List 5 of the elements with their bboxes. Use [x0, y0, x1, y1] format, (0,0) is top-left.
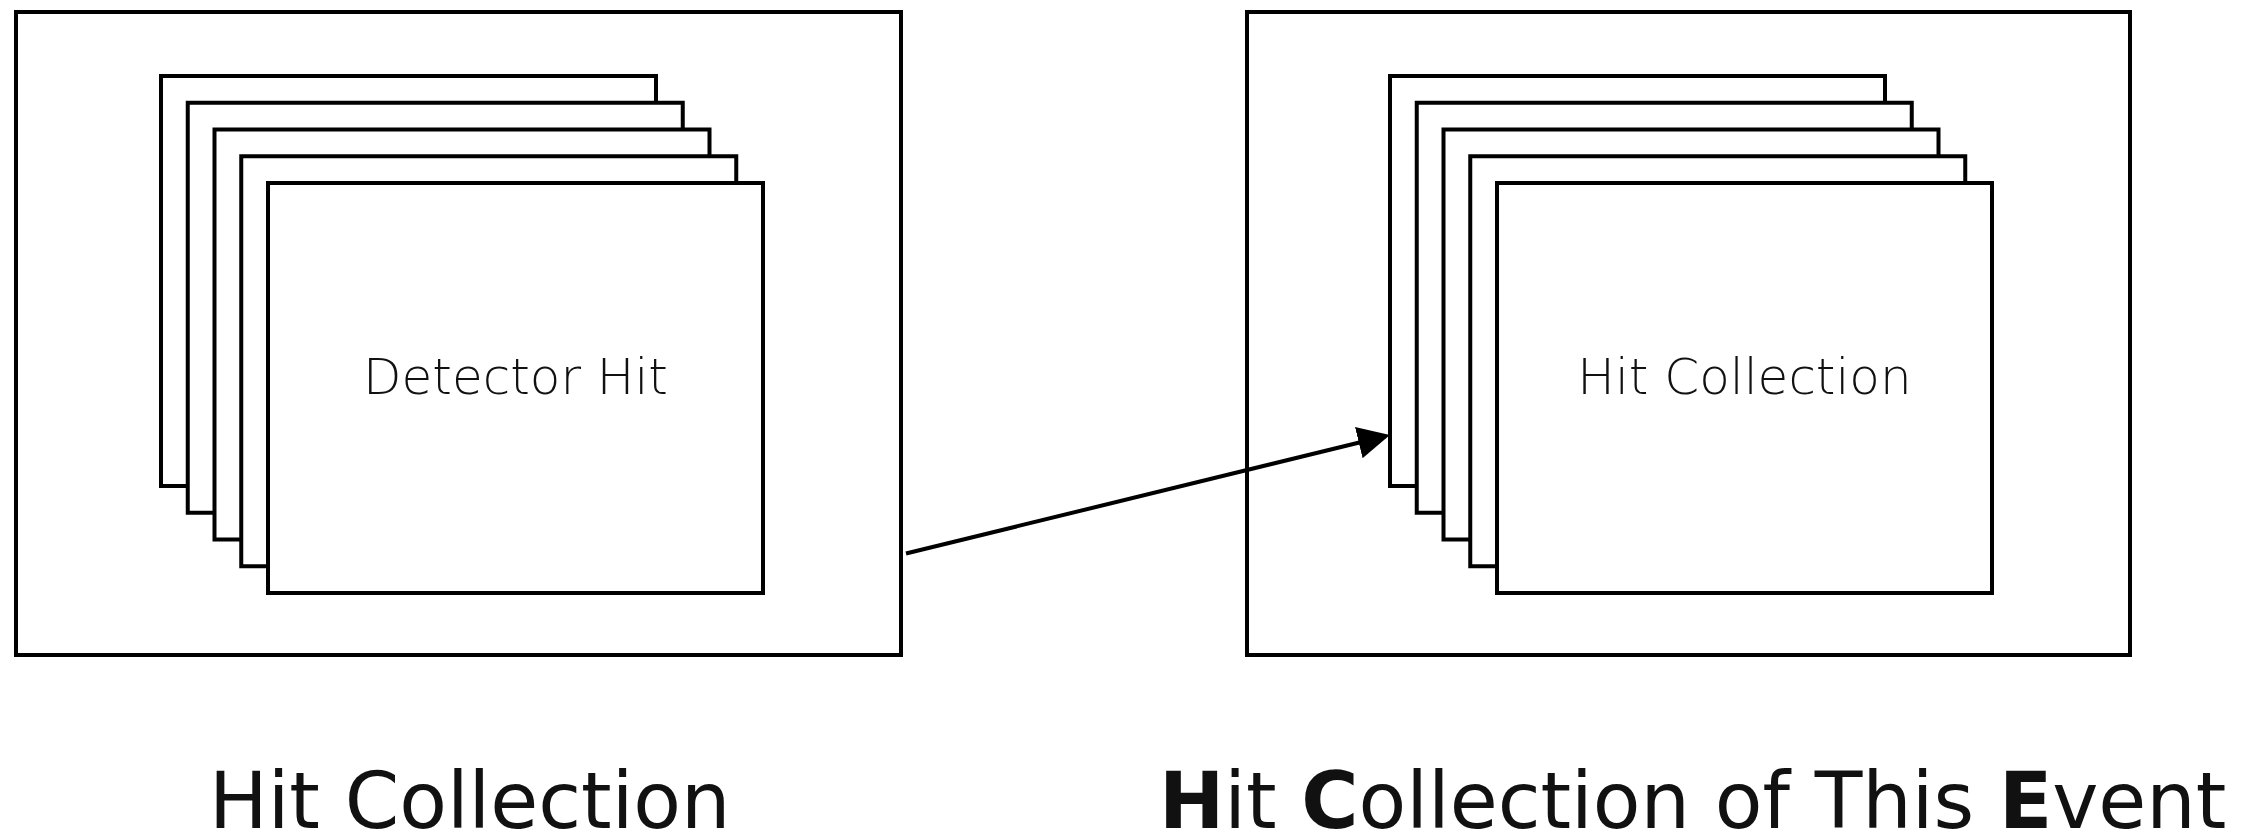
node-label: Hit Collection [1577, 348, 1912, 406]
heading: Hit Collection of This Event [1159, 756, 2227, 837]
node-label: Detector Hit [363, 348, 668, 406]
heading: Hit Collection [209, 756, 731, 837]
arrow [905, 427, 1390, 556]
